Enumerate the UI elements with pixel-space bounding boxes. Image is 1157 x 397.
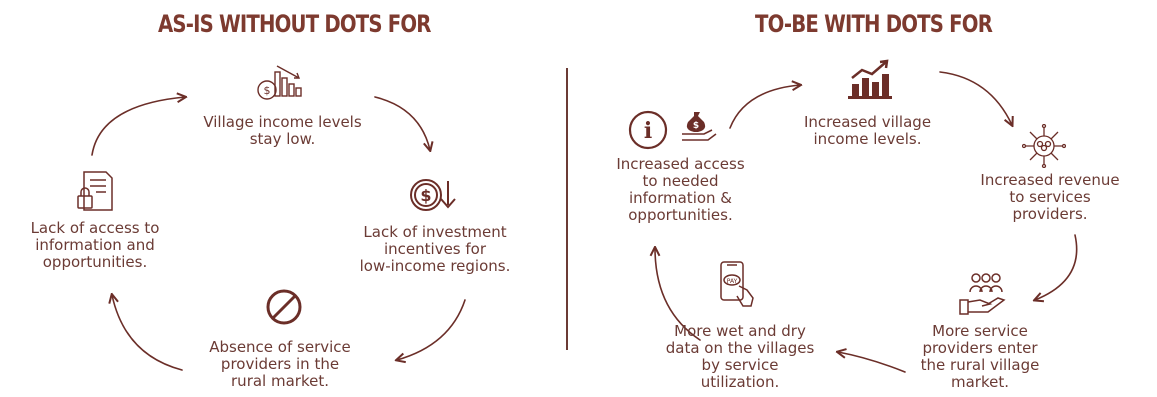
- right-node-1-label: Increased village income levels.: [803, 113, 932, 148]
- right-node-5-label: Increased access to needed information &…: [616, 155, 745, 224]
- to-be-title: TO-BE WITH DOTS FOR: [755, 10, 993, 38]
- left-node-4-label: Lack of access to information and opport…: [30, 219, 160, 271]
- svg-text:$: $: [420, 186, 431, 205]
- locked-document-icon: [77, 171, 113, 211]
- hand-people-icon: [959, 273, 1006, 315]
- divider: [566, 68, 568, 350]
- growth-chart-icon: [848, 59, 892, 99]
- svg-text:i: i: [644, 118, 652, 144]
- prohibited-icon: [266, 289, 302, 325]
- right-node-2-label: Increased revenue to services providers.: [980, 171, 1120, 223]
- right-node-4-label: More wet and dry data on the villages by…: [665, 322, 815, 391]
- svg-text:$: $: [693, 121, 699, 131]
- left-node-3-label: Absence of service providers in the rura…: [209, 338, 351, 390]
- as-is-title: AS-IS WITHOUT DOTS FOR: [158, 10, 431, 38]
- svg-text:PAY: PAY: [727, 278, 738, 285]
- left-node-1-label: Village income levels stay low.: [203, 113, 362, 148]
- svg-text:$: $: [264, 84, 271, 97]
- left-node-2-label: Lack of investment incentives for low-in…: [359, 223, 511, 275]
- arrow-right-1: [729, 85, 800, 129]
- info-money-hand-icon: i $: [628, 110, 717, 150]
- arrow-left-3: [397, 299, 466, 360]
- people-network-icon: [1022, 124, 1066, 168]
- right-node-3-label: More service providers enter the rural v…: [920, 322, 1040, 391]
- arrow-right-4: [838, 352, 906, 373]
- arrow-left-4: [112, 295, 183, 371]
- phone-pay-icon: PAY: [720, 261, 754, 307]
- dollar-down-arrow-icon: $: [410, 179, 456, 211]
- arrow-left-1: [91, 97, 185, 156]
- arrow-left-2: [374, 96, 430, 150]
- income-down-chart-icon: $: [257, 65, 302, 100]
- arrow-right-5: [655, 248, 701, 341]
- arrow-right-3: [1035, 234, 1078, 300]
- arrow-right-2: [939, 71, 1012, 125]
